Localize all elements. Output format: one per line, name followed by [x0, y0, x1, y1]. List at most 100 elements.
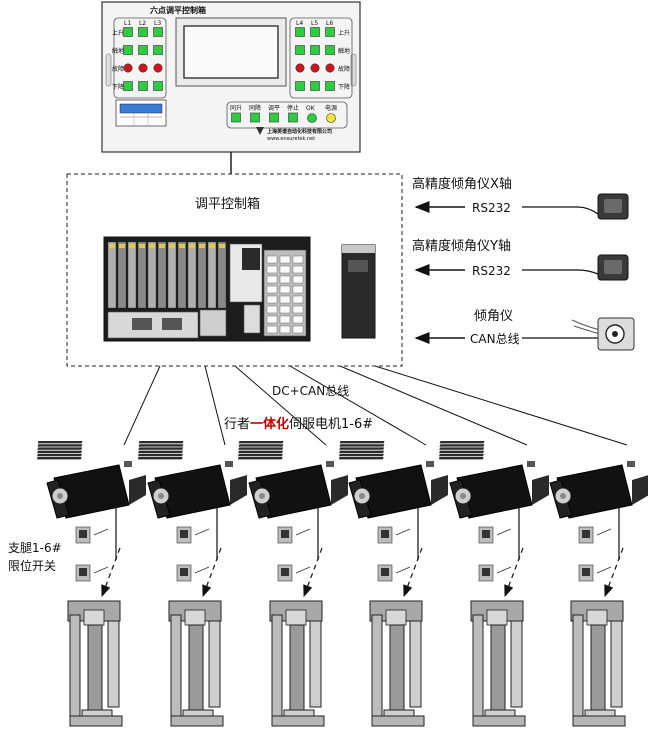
plc-terminal — [279, 275, 291, 284]
plc-terminal — [266, 305, 278, 314]
company-logo-icon — [256, 127, 264, 135]
status-light — [295, 27, 305, 37]
leg-unit-3 — [137, 441, 348, 727]
plc-terminal — [279, 265, 291, 274]
bus-line — [374, 365, 628, 446]
panel-right-row-label: 触地 — [338, 47, 350, 55]
plc-terminal — [266, 315, 278, 324]
drive-arrow — [504, 547, 524, 598]
plc-slot-led — [109, 244, 115, 248]
plc-terminal — [292, 275, 304, 284]
status-light — [153, 81, 163, 91]
plc-slot-led — [179, 244, 185, 248]
plc-slot — [137, 241, 147, 309]
ok-light — [307, 113, 317, 123]
plc-rack — [103, 236, 311, 342]
actuator-leg — [67, 600, 123, 727]
controller-label: 调平控制箱 — [195, 196, 260, 212]
plc-slot — [107, 241, 117, 309]
panel-button[interactable] — [269, 112, 279, 123]
status-light — [310, 45, 320, 55]
actuator-leg — [369, 600, 425, 727]
plc-slot-led — [189, 244, 195, 248]
sensor-x-bus: RS232 — [472, 201, 511, 215]
status-light — [310, 81, 320, 91]
sensor-y: 高精度倾角仪Y轴 RS232 — [412, 238, 629, 281]
power-supply — [341, 244, 376, 339]
plc-slot-led — [139, 244, 145, 248]
servo-legs — [36, 441, 648, 727]
sensor-x: 高精度倾角仪X轴 RS232 — [412, 176, 629, 220]
leg-unit-4 — [237, 441, 448, 727]
panel-left-col-l2: L2 — [139, 20, 146, 27]
plc-terminal — [279, 325, 291, 334]
fault-light — [123, 63, 133, 73]
status-light — [138, 27, 148, 37]
panel-button-label: 同降 — [249, 104, 261, 112]
bus-label: DC+CAN总线 — [272, 384, 349, 398]
panel-button-label: 停止 — [287, 104, 299, 112]
plc-slot-led — [149, 244, 155, 248]
panel-left-col-l1: L1 — [124, 20, 131, 27]
plc-terminal — [279, 255, 291, 264]
drive-arrow — [101, 547, 121, 598]
plc-slot-led — [219, 244, 225, 248]
panel-button-label: 调平 — [268, 104, 280, 112]
bus-line — [289, 365, 427, 446]
plc-terminal — [266, 285, 278, 294]
sensor-y-bus: RS232 — [472, 264, 511, 278]
fault-light — [310, 63, 320, 73]
hmi-screen — [183, 25, 279, 79]
plc-slot — [127, 241, 137, 309]
panel-button-label: 同升 — [230, 104, 242, 112]
panel-right-col-l5: L5 — [311, 20, 318, 27]
fault-light — [295, 63, 305, 73]
panel-right-row-label: 上升 — [338, 29, 350, 37]
plc-terminal — [266, 295, 278, 304]
plc-terminal — [292, 325, 304, 334]
sensor-x-name: 高精度倾角仪X轴 — [412, 176, 512, 192]
leg-unit-2 — [36, 441, 247, 727]
fault-light — [153, 63, 163, 73]
fault-light — [138, 63, 148, 73]
company-website: www.ensuretek.net — [267, 136, 315, 142]
panel-right-col-l6: L6 — [326, 20, 333, 27]
plc-slot — [217, 241, 227, 309]
plc-slot-led — [199, 244, 205, 248]
panel-button[interactable] — [250, 112, 260, 123]
sensor-can: 倾角仪 CAN总线 — [414, 309, 635, 351]
motor-label-suffix: 伺服电机1-6# — [289, 417, 373, 432]
leg-unit-6 — [438, 441, 648, 727]
plc-terminal — [279, 315, 291, 324]
status-light — [310, 27, 320, 37]
sensor-can-name: 倾角仪 — [474, 309, 513, 324]
plc-slot — [207, 241, 217, 309]
motor-label: 行者一体化伺服电机1-6# — [224, 416, 373, 432]
status-light — [295, 81, 305, 91]
bus-line — [123, 365, 161, 446]
status-light — [123, 81, 133, 91]
sensor-y-name: 高精度倾角仪Y轴 — [412, 238, 511, 254]
panel-button-label: OK — [306, 105, 316, 112]
plc-terminal — [266, 265, 278, 274]
actuator-leg — [168, 600, 224, 727]
motor-label-prefix: 行者 — [224, 417, 250, 432]
drive-arrow — [202, 547, 222, 598]
drive-arrow — [604, 547, 624, 598]
panel-button[interactable] — [288, 112, 298, 123]
panel-left-row-label: 下降 — [112, 83, 124, 91]
plc-terminal — [279, 285, 291, 294]
status-light — [138, 81, 148, 91]
panel-button[interactable] — [231, 112, 241, 123]
plc-terminal — [279, 305, 291, 314]
plc-terminal — [266, 325, 278, 334]
leg-unit-1 — [46, 461, 146, 727]
panel-left-row-label: 故障 — [112, 65, 124, 73]
status-light — [325, 81, 335, 91]
status-light — [138, 45, 148, 55]
status-light — [153, 27, 163, 37]
plc-terminal — [292, 315, 304, 324]
drive-arrow — [303, 547, 323, 598]
plc-slot — [117, 241, 127, 309]
